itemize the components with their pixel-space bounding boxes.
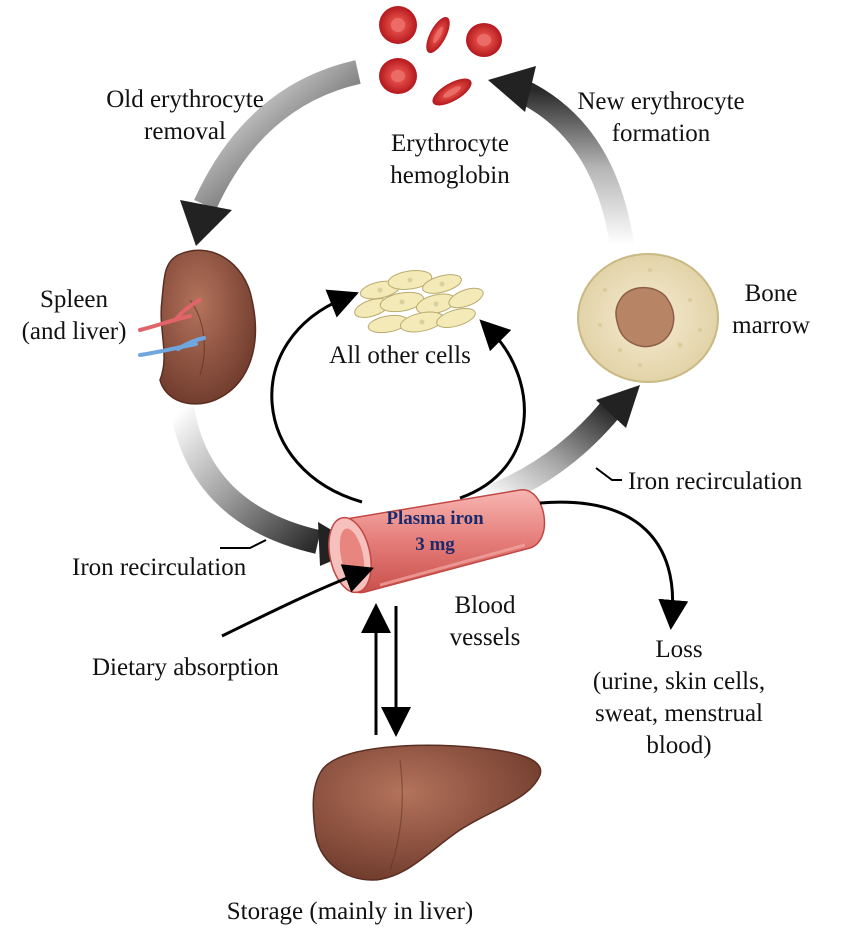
- label-dietary-absorption: Dietary absorption: [92, 654, 279, 681]
- new-formation-arrow: [488, 66, 634, 247]
- cells-loop-arrows: [270, 289, 526, 504]
- label-erythrocyte-hemoglobin: Erythrocyte hemoglobin: [390, 130, 510, 189]
- rbc-4: [379, 58, 417, 94]
- loss-arrow: [539, 500, 689, 630]
- label-iron-recirculation-right: Iron recirculation: [628, 468, 803, 495]
- label-loss: Loss (urine, skin cells, sweat, menstrua…: [592, 636, 766, 759]
- other-cells-illustration: [354, 270, 484, 334]
- label-new-erythrocyte-formation: New erythrocyte formation: [577, 88, 745, 147]
- rbc-5: [432, 78, 472, 106]
- label-iron-recirculation-left: Iron recirculation: [72, 554, 247, 581]
- bone-marrow-illustration: [577, 253, 719, 383]
- dietary-absorption-arrow: [221, 564, 375, 638]
- rbc-1: [379, 6, 417, 44]
- label-all-other-cells: All other cells: [329, 342, 471, 369]
- leader-recirc-right: [595, 467, 622, 481]
- plasma-to-marrow-arrow: [483, 385, 640, 510]
- label-blood-vessels: Blood vessels: [449, 592, 521, 651]
- rbc-2: [426, 16, 450, 54]
- label-storage: Storage (mainly in liver): [226, 898, 474, 925]
- leader-recirc-left: [220, 539, 267, 549]
- storage-exchange-arrows: [361, 603, 411, 737]
- spleen-illustration: [138, 249, 257, 405]
- label-bone-marrow: Bone marrow: [732, 280, 810, 339]
- erythrocytes: [379, 6, 502, 106]
- leader-lines: [220, 467, 622, 549]
- label-spleen: Spleen (and liver): [21, 286, 127, 345]
- liver-illustration: [312, 744, 542, 881]
- rbc-3: [466, 23, 502, 57]
- old-removal-arrow: [180, 60, 361, 246]
- label-plasma-iron: Plasma iron 3 mg: [386, 508, 484, 555]
- label-old-erythrocyte-removal: Old erythrocyte removal: [106, 86, 264, 145]
